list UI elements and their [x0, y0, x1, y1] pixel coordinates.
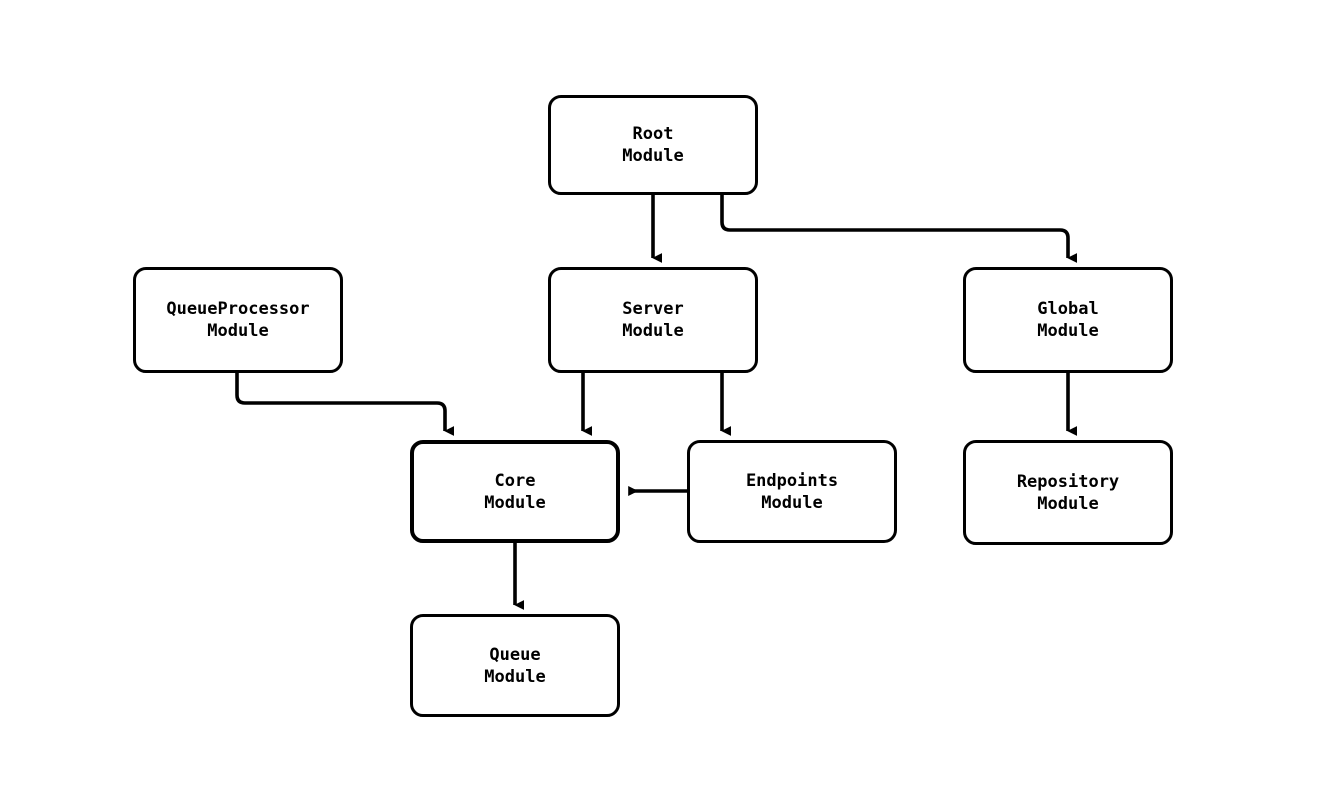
node-repository-module-label-line2: Module — [1037, 493, 1099, 514]
node-server-module-label-line2: Module — [622, 321, 684, 341]
node-endpoints-module-label-line1: Endpoints — [745, 470, 839, 491]
node-root-module[interactable]: Root Module — [548, 95, 758, 195]
node-core-module-label-line2: Module — [484, 492, 546, 513]
node-queue-module-label-line2: Module — [484, 666, 546, 687]
node-server-module[interactable]: Server Module — [548, 267, 758, 373]
edge-root-to-global — [720, 195, 1078, 263]
node-server-module-label-line1: Server — [622, 299, 684, 319]
node-endpoints-module-label-line2: Module — [761, 492, 823, 513]
node-global-module[interactable]: Global Module — [963, 267, 1173, 373]
node-root-module-label-line1: Root — [632, 124, 674, 144]
node-endpoints-module[interactable]: Endpoints Module — [687, 440, 897, 543]
edge-queueprocessor-to-core — [235, 373, 455, 436]
node-root-module-label-line2: Module — [622, 146, 684, 166]
node-core-module-label-line1: Core — [494, 470, 536, 491]
node-queue-module[interactable]: Queue Module — [410, 614, 620, 717]
node-queueprocessor-module-label-line2: Module — [207, 321, 269, 341]
node-repository-module-label-line1: Repository — [1016, 471, 1120, 492]
node-repository-module[interactable]: Repository Module — [963, 440, 1173, 545]
node-queueprocessor-module[interactable]: QueueProcessor Module — [133, 267, 343, 373]
node-queue-module-label-line1: Queue — [489, 644, 541, 665]
node-global-module-label-line2: Module — [1037, 321, 1099, 341]
node-global-module-label-line1: Global — [1037, 299, 1099, 319]
node-queueprocessor-module-label-line1: QueueProcessor — [166, 299, 310, 319]
node-core-module[interactable]: Core Module — [410, 440, 620, 543]
